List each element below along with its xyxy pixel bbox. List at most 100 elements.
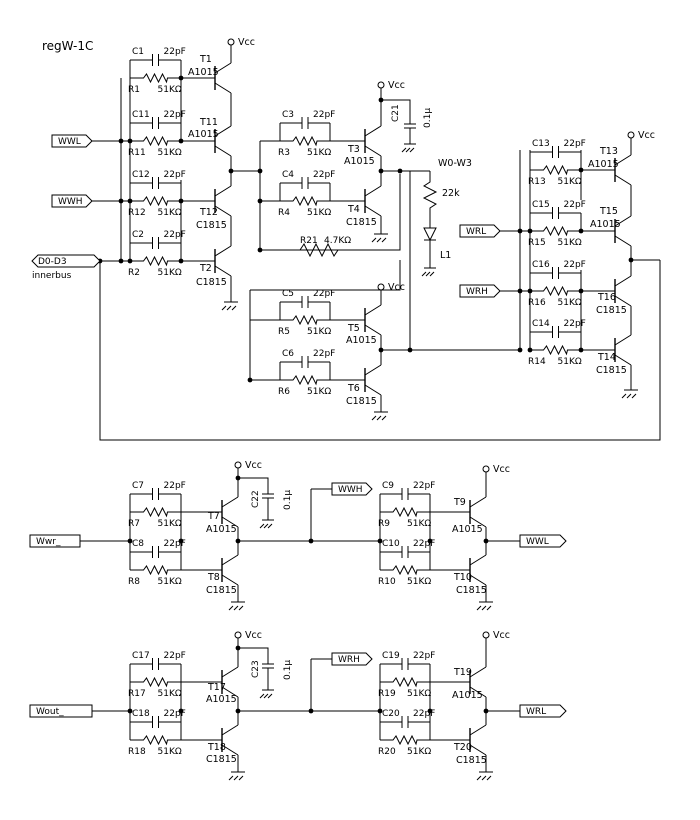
capacitor-symbol <box>530 207 581 219</box>
transistor-ref: T10 <box>453 572 472 583</box>
resistor-symbol <box>380 564 430 576</box>
junction-dot <box>427 538 433 544</box>
capacitor-ref: C4 <box>282 170 294 180</box>
resistor-value: 51KΩ <box>307 327 331 337</box>
capacitor-value: 22pF <box>313 170 335 180</box>
transistor-type: A1015 <box>206 694 237 705</box>
capacitor-value: 22pF <box>164 110 186 120</box>
capacitor-ref: C15 <box>532 200 550 210</box>
transistor-ref: T3 <box>347 144 360 155</box>
junction-dot <box>397 168 403 174</box>
transistor-ref: T6 <box>347 383 360 394</box>
transistor-type: A1015 <box>452 524 483 535</box>
resistor-symbol <box>130 564 181 576</box>
schematic-title: regW-1C <box>42 39 93 53</box>
r21-ref: R21 <box>300 236 318 246</box>
capacitor-ref: C18 <box>132 709 150 719</box>
junction-dot <box>483 538 489 544</box>
port-wwh-text: WWH <box>58 197 83 207</box>
capacitor-value: 22pF <box>313 349 335 359</box>
capacitor-value: 22pF <box>413 651 435 661</box>
capacitor-symbol <box>280 356 330 368</box>
w0w3-label: W0-W3 <box>438 158 472 169</box>
junction-dot <box>377 538 383 544</box>
junction-dot <box>235 538 241 544</box>
resistor-value: 51KΩ <box>558 357 582 367</box>
resistor-ref: R2 <box>128 268 140 278</box>
port-wwh-out: WWH <box>331 482 373 496</box>
vcc-label: Vcc <box>638 130 655 141</box>
transistor-type: A1015 <box>188 67 219 78</box>
transistor-ref: T19 <box>453 667 472 678</box>
transistor-type: C1815 <box>456 755 487 766</box>
capacitor-value: 22pF <box>164 481 186 491</box>
resistor-symbol <box>530 164 581 176</box>
transistor-type: C1815 <box>456 585 487 596</box>
transistor-ref: T12 <box>199 207 218 218</box>
transistor-ref: T11 <box>199 117 218 128</box>
capacitor-ref: C2 <box>132 230 144 240</box>
transistor-type: A1015 <box>344 156 375 167</box>
capacitor-value: 22pF <box>164 230 186 240</box>
capacitor-symbol <box>380 658 430 670</box>
resistor-value: 51KΩ <box>407 519 431 529</box>
port-wwr-text: Wwr_ <box>36 537 61 547</box>
vcc-label: Vcc <box>388 282 405 293</box>
capacitor-value: 22pF <box>564 200 586 210</box>
resistor-value: 51KΩ <box>158 208 182 218</box>
port-wrh-out: WRH <box>331 652 373 666</box>
capacitor-ref: C7 <box>132 481 144 491</box>
junction-dot <box>127 258 133 264</box>
resistor-value: 51KΩ <box>407 747 431 757</box>
c23-value: 0.1μ <box>283 660 293 680</box>
junction-dot <box>378 97 384 103</box>
port-wrh-text: WRH <box>466 287 488 297</box>
resistor-ref: R12 <box>128 208 146 218</box>
junction-dot <box>578 167 584 173</box>
junction-dot <box>228 168 234 174</box>
vcc-label: Vcc <box>493 630 510 641</box>
junction-dot <box>127 138 133 144</box>
capacitor-value: 22pF <box>164 170 186 180</box>
port-wrl-text: WRL <box>466 227 486 237</box>
resistor-ref: R7 <box>128 519 140 529</box>
resistor-ref: R18 <box>128 747 146 757</box>
transistor-type: A1015 <box>452 690 483 701</box>
junction-dot <box>118 258 124 264</box>
resistor-value: 51KΩ <box>158 148 182 158</box>
transistor-type: A1015 <box>346 335 377 346</box>
capacitor-value: 22pF <box>564 139 586 149</box>
junction-dot <box>178 198 184 204</box>
resistor-ref: R16 <box>528 298 546 308</box>
capacitor-value: 22pF <box>164 709 186 719</box>
capacitor-symbol <box>380 488 430 500</box>
resistor-ref: R19 <box>378 689 396 699</box>
resistor-symbol <box>380 676 430 688</box>
capacitor-symbol <box>130 237 181 249</box>
junction-dot <box>527 228 533 234</box>
capacitor-ref: C14 <box>532 319 550 329</box>
port-d0d3: D0-D3 <box>31 254 101 268</box>
resistor-value: 51KΩ <box>158 85 182 95</box>
capacitor-ref: C1 <box>132 47 144 57</box>
capacitor-ref: C12 <box>132 170 150 180</box>
l1-label: L1 <box>440 250 451 261</box>
resistor-symbol <box>130 734 181 746</box>
transistor-ref: T16 <box>597 292 616 303</box>
rc-cell: C12 22pF R12 51KΩ <box>128 170 186 218</box>
capacitor-symbol <box>130 658 181 670</box>
transistor-type: A1015 <box>588 159 619 170</box>
capacitor-symbol <box>130 546 181 558</box>
resistor-value: 51KΩ <box>558 298 582 308</box>
capacitor-ref: C13 <box>532 139 550 149</box>
